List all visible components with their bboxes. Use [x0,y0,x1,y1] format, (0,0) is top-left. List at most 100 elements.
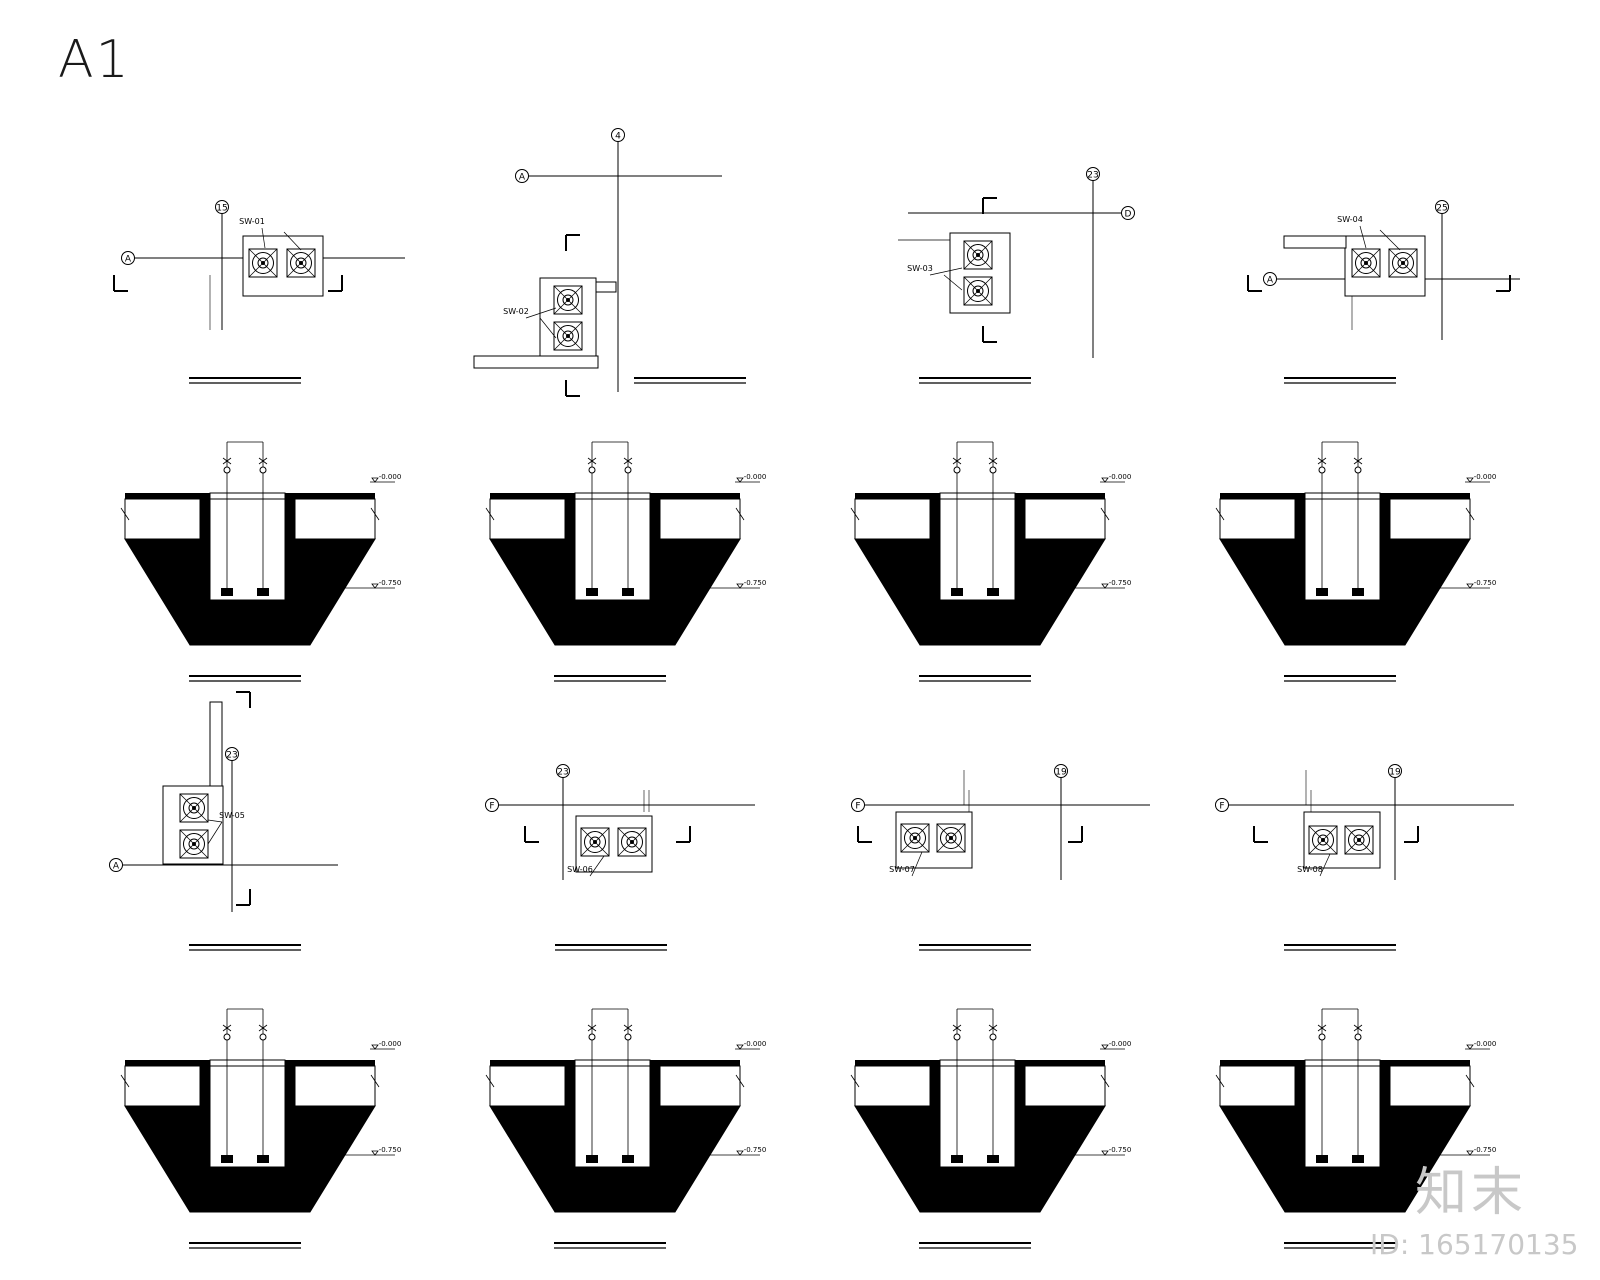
view-title-underline [554,1242,666,1249]
submersible-pump [951,588,963,596]
submersible-pump [987,1155,999,1163]
pump-tag: SW-04 [1337,215,1363,224]
section-view-2: -0.000 -0.750 [485,441,766,682]
bottom-level-marker: -0.750 [695,1146,767,1156]
axis-bubble [611,128,625,142]
axis-bubble [1121,206,1135,220]
pump-tag: SW-03 [907,264,933,273]
submersible-pump [622,1155,634,1163]
check-valve [953,1033,961,1041]
top-level-label: -0.000 [1109,473,1132,481]
section-cut-mark [236,889,251,906]
check-valve [223,1033,231,1041]
top-level-label: -0.000 [379,1040,402,1048]
view-title-underline [189,944,301,951]
pit-cover [1304,492,1381,500]
wall-block-right [294,498,376,540]
submersible-pump [1352,1155,1364,1163]
submersible-pump [257,588,269,596]
top-level-marker: -0.000 [1465,473,1497,483]
top-level-marker: -0.000 [370,473,401,483]
wall-block-left [489,498,566,540]
check-valve [953,466,961,474]
view-title-underline [189,1242,301,1249]
view-title-underline [189,377,301,384]
section-cut-mark [1247,275,1262,292]
pump-symbol [1344,825,1374,855]
axis-label: A [519,173,526,183]
top-level-marker: -0.000 [735,473,766,483]
section-view-4: -0.000-0.750 [1215,441,1497,682]
view-title-underline [919,1242,1031,1249]
axis-bubble [1086,167,1100,181]
pit-cavity [209,498,286,601]
pump-tag: SW-02 [503,307,529,316]
pump-tag: SW-05 [219,811,245,820]
trench-outline [209,701,223,787]
section-view-3: -0.000 -0.750 [850,441,1132,682]
check-valve [624,466,632,474]
axis-bubble [1215,798,1229,812]
pit-cavity [939,498,1016,601]
pump-symbol [553,321,583,351]
section-cut-mark [328,275,343,292]
axis-bubble [215,200,229,214]
axis-bubble [1435,200,1449,214]
pump-tag: SW-06 [567,865,593,874]
section-view-7: -0.000 -0.750 [850,1008,1131,1249]
wall-block-right [1389,498,1471,540]
pump-symbol [248,248,278,278]
top-level-marker: -0.000 [735,1040,766,1050]
axis-label: A [1267,276,1274,286]
top-level-marker: -0.000 [1465,1040,1496,1050]
check-valve [588,466,596,474]
pump-symbol [617,827,647,857]
axis-label: A [125,255,132,265]
trench-outline [473,355,599,369]
check-valve [989,466,997,474]
bottom-level-marker: -0.750 [1060,1146,1131,1156]
axis-label: 15 [216,204,227,214]
watermark-id: ID: 165170135 [1370,1228,1579,1261]
section-view-8: -0.000-0.750 [1215,1008,1496,1249]
watermark-logo: 知末 [1415,1163,1528,1223]
wall-block-right [1024,498,1106,540]
view-title-underline [1284,377,1396,384]
submersible-pump [1316,588,1328,596]
section-cut-mark [524,826,539,843]
pump-symbol [553,285,583,315]
trench-outline [1283,235,1347,249]
check-valve [1318,466,1326,474]
pit-cavity [574,1065,651,1168]
axis-label: F [855,802,860,812]
pit-cavity [1304,498,1381,601]
submersible-pump [221,588,233,596]
pump-symbol [900,823,930,853]
axis-bubble [556,764,570,778]
check-valve [989,1033,997,1041]
section-cut-mark [857,826,872,843]
bottom-level-label: -0.750 [379,1146,402,1154]
bottom-level-marker: -0.750 [1060,579,1131,589]
axis-label: 19 [1055,768,1067,778]
check-valve [1318,1033,1326,1041]
pump-symbol [1388,248,1418,278]
section-cut-mark [1068,826,1083,843]
section-cut-mark [1404,826,1419,843]
pump-tag: SW-07 [889,865,915,874]
axis-bubble [485,798,499,812]
section-cut-mark [113,275,128,292]
top-level-marker: -0.000 [1100,1040,1131,1050]
pit-cover [939,1059,1016,1067]
wall-block-right [659,498,741,540]
pit-cover [1304,1059,1381,1067]
bottom-level-marker: -0.750 [695,579,766,589]
top-level-label: -0.000 [1474,473,1497,481]
wall-block-left [124,1065,201,1107]
sheet-title: A1 [58,30,131,90]
bottom-level-label: -0.750 [744,1146,767,1154]
